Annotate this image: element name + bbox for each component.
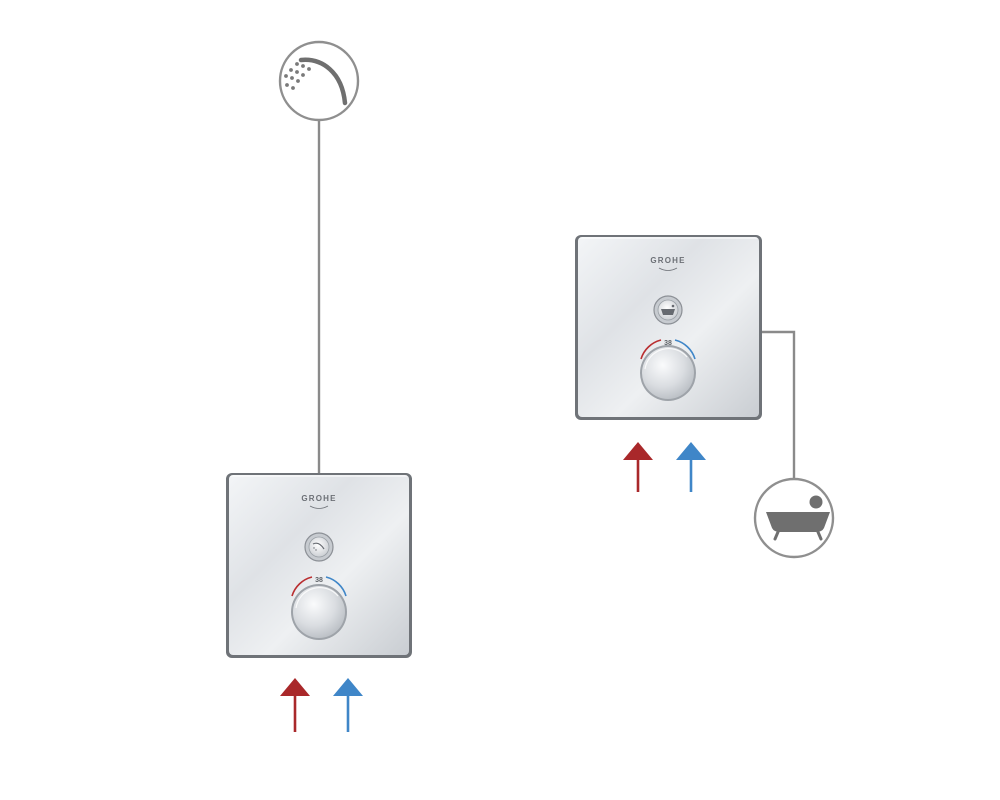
brand-logo: GROHE	[650, 256, 685, 265]
hot-water-arrow-right	[623, 442, 653, 492]
shower-system: GROHE 38	[226, 40, 412, 732]
brand-logo: GROHE	[301, 494, 336, 503]
bath-pipe	[762, 330, 796, 479]
thermostat-plate-right: GROHE 38	[575, 235, 762, 420]
bathtub-symbol-icon	[661, 304, 675, 315]
diverter-button-left[interactable]	[304, 532, 334, 562]
thermostat-knob-right[interactable]	[640, 345, 696, 401]
temperature-mark: 38	[315, 577, 323, 584]
thermostat-knob-left[interactable]	[291, 584, 347, 640]
cold-water-arrow-left	[333, 678, 363, 732]
cold-water-arrow-right	[676, 442, 706, 492]
diverter-button-right[interactable]	[653, 295, 683, 325]
temperature-mark: 38	[664, 340, 672, 347]
hot-water-arrow-left	[280, 678, 310, 732]
thermostat-plate-left: GROHE 38	[226, 473, 412, 658]
hand-shower-icon	[278, 40, 360, 122]
bath-system: GROHE 38	[575, 235, 835, 559]
bathtub-icon	[753, 477, 835, 559]
shower-symbol-icon	[312, 542, 325, 551]
